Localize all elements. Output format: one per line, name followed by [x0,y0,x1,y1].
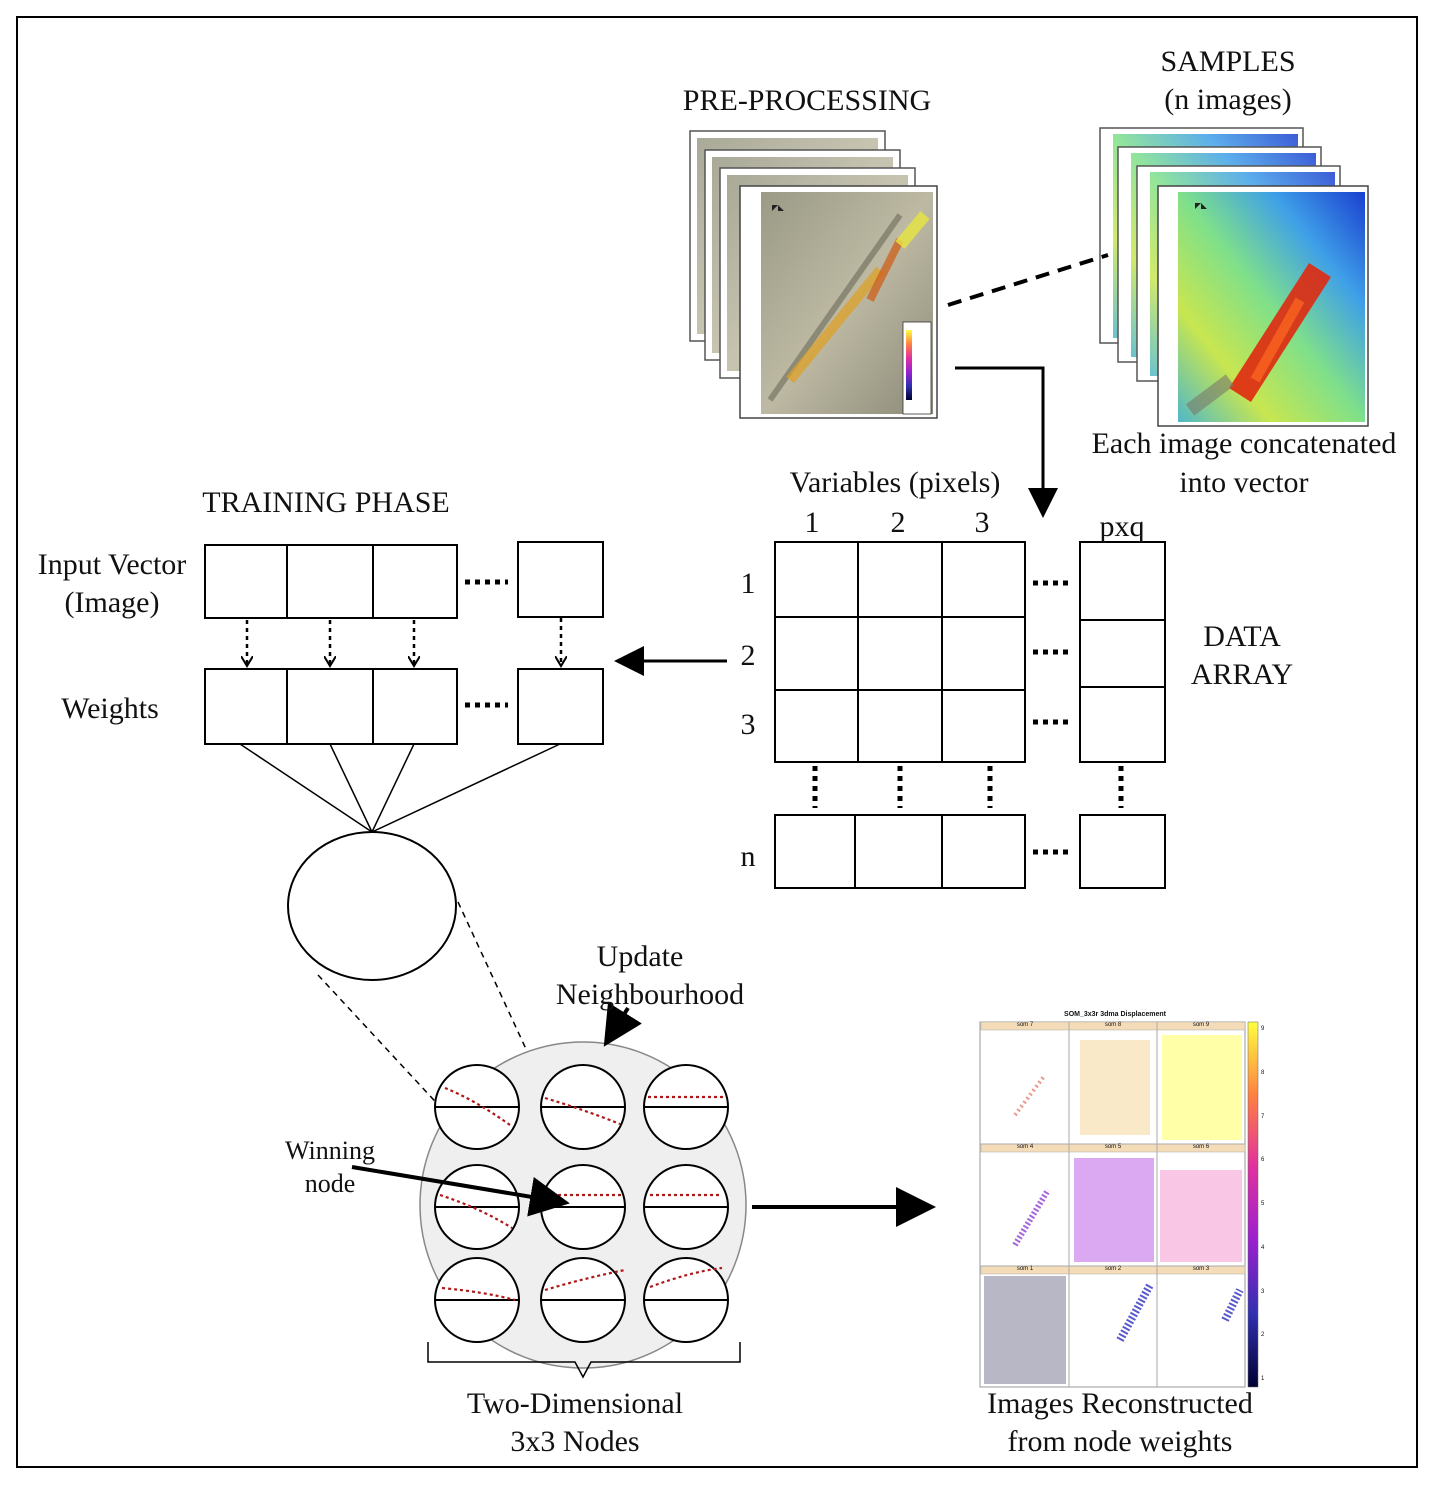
row-label-n: n [740,840,756,873]
som-plot-title: SOM_3x3r 3dma Displacement [1064,1011,1166,1018]
colorbar-tick-label: 5 [1261,1201,1265,1207]
reconstructed-caption-line1: Images Reconstructed [987,1387,1253,1420]
preprocessing-image-stack [689,130,938,419]
column-label-3: 3 [974,506,990,539]
samples-subtitle: (n images) [1164,83,1292,116]
som-panel-label: som 3 [1192,1266,1210,1272]
input-vector-label-line1: Input Vector [37,548,187,581]
figure-frame [16,16,1418,1468]
weights-label: Weights [61,692,159,725]
grid-caption-line2: 3x3 Nodes [510,1425,640,1458]
column-label-2: 2 [890,506,906,539]
input-vector-boxes [204,541,604,619]
samples-title: SAMPLES [1160,45,1296,78]
samples-caption-line1: Each image concatenated [1091,427,1397,460]
colorbar-tick-label: 2 [1261,1332,1265,1339]
update-label-line1: Update [596,940,684,973]
grid-brace [427,1342,741,1379]
winning-node-arrow [351,1165,570,1217]
weights-boxes [204,668,604,745]
neuron-node [287,831,457,981]
som-panel-label: som 9 [1192,1022,1210,1028]
som-panel-label: som 4 [1016,1144,1034,1150]
som-panel-label: som 8 [1104,1022,1122,1028]
som-node-grid [434,1064,729,1343]
colorbar-tick-label: 4 [1261,1244,1265,1251]
som-panel-label: som 2 [1104,1266,1122,1272]
column-label-pxq: pxq [1099,510,1145,543]
update-label-line2: Neighbourhood [555,978,745,1011]
stack-link-dashed [947,253,1109,307]
data-array-label-line1: DATA [1203,620,1281,653]
row-label-2: 2 [740,639,756,672]
reconstructed-caption-line2: from node weights [1007,1425,1233,1458]
colorbar-tick-label: 8 [1261,1069,1265,1076]
som-panel-label: som 7 [1016,1022,1034,1028]
grid-caption-line1: Two-Dimensional [466,1387,684,1420]
reconstructed-som-plot [979,1021,1259,1388]
colorbar-tick-label: 1 [1261,1376,1265,1382]
samples-image-stack [1099,127,1369,427]
samples-caption-line2: into vector [1179,466,1309,499]
som-panel-label: som 5 [1104,1144,1122,1150]
variables-label: Variables (pixels) [789,466,1001,499]
colorbar-tick-label: 6 [1261,1157,1265,1164]
training-phase-title: TRAINING PHASE [202,486,450,519]
weights-to-node-lines [239,743,561,833]
vector-ellipsis [465,579,508,708]
row-label-3: 3 [740,708,756,741]
som-panel-label: som 1 [1016,1266,1034,1272]
data-array-ellipsis [812,580,1124,855]
winning-node-label-line1: Winning [285,1136,375,1165]
update-neighbourhood-arrow [603,1002,642,1047]
som-panel-label: som 6 [1192,1144,1210,1150]
row-label-1: 1 [740,567,756,600]
data-array-grid [774,541,1166,889]
preprocessing-title: PRE-PROCESSING [682,84,932,117]
data-array-label-line2: ARRAY [1190,658,1294,691]
colorbar-tick-label: 3 [1261,1288,1265,1295]
input-to-weight-dotted-arrows [247,618,561,666]
colorbar-tick-label: 7 [1261,1113,1265,1120]
winning-node-label-line2: node [304,1169,356,1198]
input-vector-label-line2: (Image) [64,586,160,619]
preprocessing-to-array-arrow [955,366,1058,518]
colorbar-tick-label: 9 [1261,1026,1265,1032]
colorbar [1247,1021,1259,1388]
column-label-1: 1 [804,506,820,539]
